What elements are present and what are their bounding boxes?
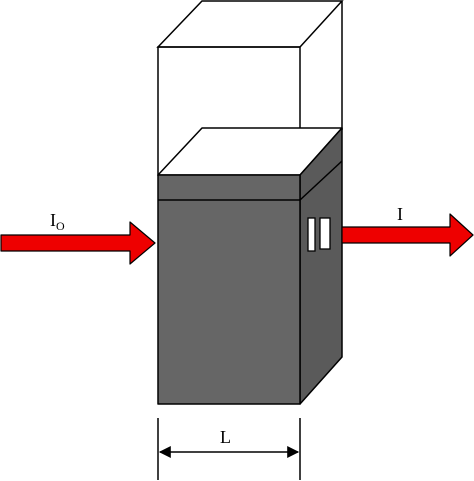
incident-beam-arrow xyxy=(0,221,156,265)
transmitted-beam-arrow xyxy=(341,213,474,257)
path-length-dimension xyxy=(157,418,301,480)
cuvette-side-seam xyxy=(299,160,343,201)
incident-intensity-label: IO xyxy=(50,210,65,233)
transmitted-intensity-label: I xyxy=(397,204,403,224)
incident-label-main: I xyxy=(50,210,56,230)
cuvette-side-face xyxy=(299,127,343,405)
cuvette-front-face xyxy=(157,174,301,405)
window-left xyxy=(307,217,316,252)
top-box-top-face xyxy=(156,0,344,48)
window-right xyxy=(319,217,331,250)
path-length-label: L xyxy=(220,427,231,447)
cuvette xyxy=(157,127,343,405)
incident-label-subscript: O xyxy=(56,219,65,233)
